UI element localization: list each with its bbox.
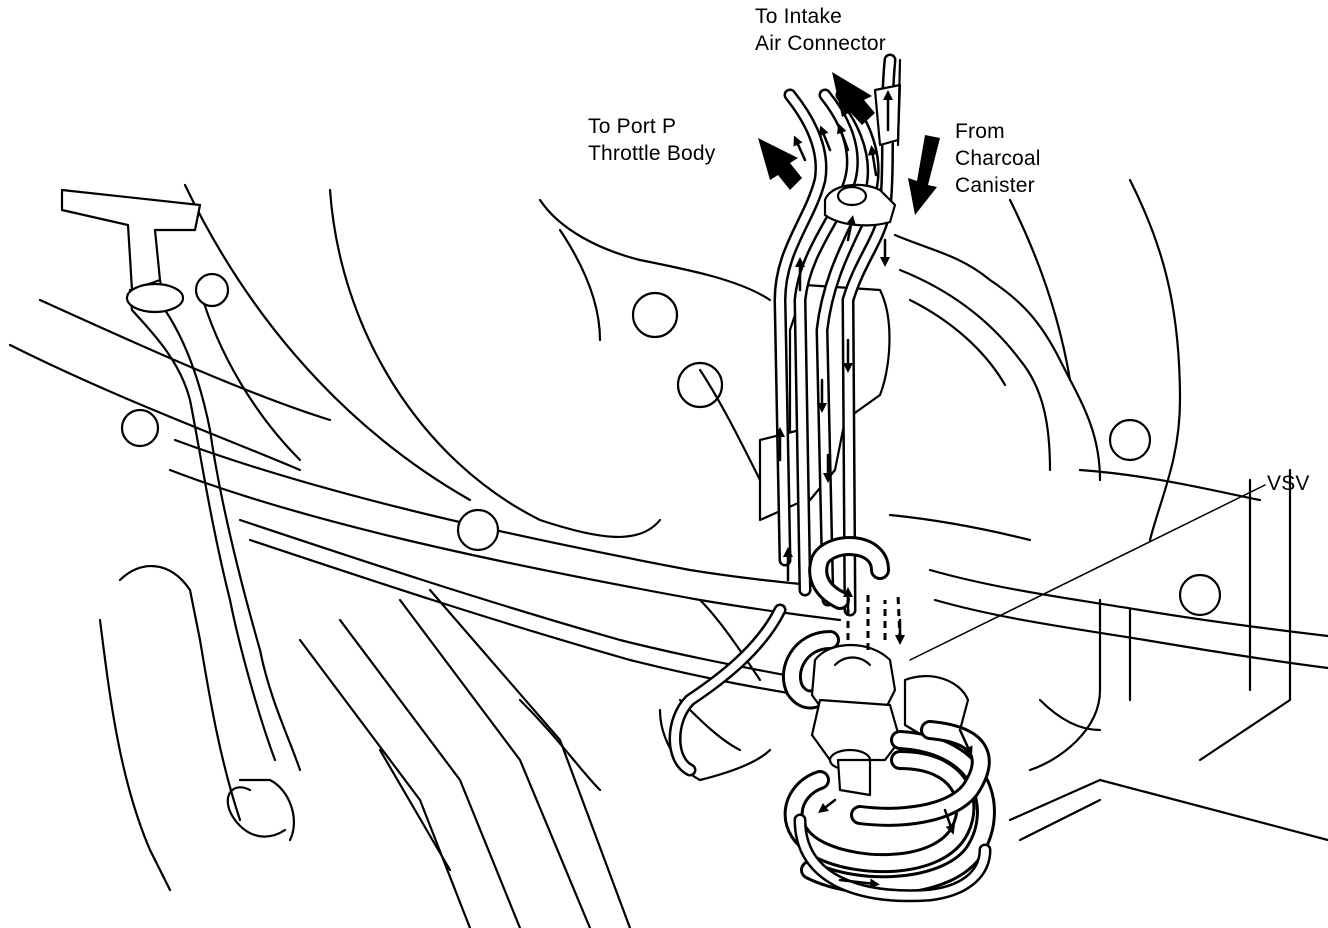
label-to-intake-air-connector: To Intake Air Connector [755,3,886,57]
label-port-line-2: Throttle Body [588,142,716,165]
label-canister-line-1: From [955,120,1005,143]
arrow-to-port-p [758,138,802,190]
engine-outline [8,178,1328,928]
label-to-port-p-throttle-body: To Port P Throttle Body [588,113,716,167]
label-intake-line-1: To Intake [755,5,843,28]
label-port-line-1: To Port P [588,115,677,138]
label-vsv: VSV [1267,472,1310,495]
label-canister-line-3: Canister [955,174,1035,197]
arrow-from-canister [908,135,940,215]
label-from-charcoal-canister: From Charcoal Canister [955,118,1041,199]
label-canister-line-2: Charcoal [955,147,1041,170]
bolt-heads [120,272,1222,617]
label-intake-line-2: Air Connector [755,32,886,55]
flow-arrows [758,72,973,889]
vsv-valve [781,630,996,903]
arrow-to-intake [832,72,875,125]
vsv-leader-line [909,484,1266,661]
